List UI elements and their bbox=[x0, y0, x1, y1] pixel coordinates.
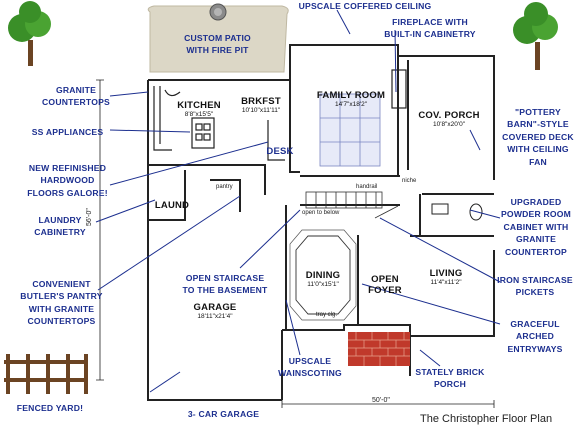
callout-iron-pickets: IRON STAIRCASE PICKETS bbox=[497, 275, 573, 298]
callout-fenced: FENCED YARD! bbox=[16, 403, 84, 413]
plan-title: The Christopher Floor Plan bbox=[420, 413, 553, 425]
dining-octagon-outer bbox=[289, 229, 357, 321]
room-dining: DINING 11'0"x15'1" bbox=[290, 270, 356, 288]
brick-porch bbox=[348, 332, 410, 366]
room-family-dims: 14'7"x18'2" bbox=[334, 101, 368, 108]
handrail-label: handrail bbox=[356, 184, 378, 190]
room-kitchen-name: KITCHEN bbox=[177, 100, 221, 111]
room-brkfst-dims: 10'10"x11'11" bbox=[241, 107, 281, 114]
tree-icon-left bbox=[8, 1, 51, 66]
room-foyer-name: OPEN FOYER bbox=[368, 274, 402, 296]
room-porch: COV. PORCH 10'8"x20'0" bbox=[412, 110, 486, 128]
room-garage-name: GARAGE bbox=[193, 302, 237, 313]
callout-brick-porch: STATELY BRICK PORCH bbox=[415, 367, 485, 390]
niche-label: niche bbox=[402, 178, 417, 184]
patio-shape bbox=[147, 5, 289, 73]
callout-granite: GRANITE COUNTERTOPS bbox=[42, 85, 110, 108]
room-family-name: FAMILY ROOM bbox=[316, 90, 386, 101]
room-desk: DESK bbox=[260, 146, 300, 157]
tree-icon-right bbox=[513, 2, 558, 70]
room-living-dims: 11'4"x11'2" bbox=[430, 279, 462, 286]
room-kitchen-dims: 8'8"x15'5" bbox=[184, 111, 214, 118]
room-laund: LAUND bbox=[152, 200, 192, 211]
callout-3-car-garage: 3- CAR GARAGE bbox=[187, 409, 260, 419]
room-foyer: OPEN FOYER bbox=[360, 256, 410, 314]
room-dining-dims: 11'0"x15'1" bbox=[307, 281, 339, 288]
room-brkfst-name: BRKFST bbox=[241, 96, 281, 107]
callout-appliances: SS APPLIANCES bbox=[31, 127, 104, 137]
callout-pottery-barn: "POTTERY BARN"-STYLE COVERED DECK WITH C… bbox=[502, 107, 574, 167]
callout-powder-room: UPGRADED POWDER ROOM CABINET WITH GRANIT… bbox=[501, 197, 571, 257]
room-living-name: LIVING bbox=[429, 268, 463, 279]
room-family: FAMILY ROOM 14'7"x18'2" bbox=[298, 90, 404, 108]
callout-wainscoting: UPSCALE WAINSCOTING bbox=[278, 356, 342, 379]
room-kitchen: KITCHEN 8'8"x15'5" bbox=[164, 100, 234, 118]
coffered-ceiling bbox=[319, 93, 381, 167]
open-to-below-label: open to below bbox=[302, 210, 340, 216]
dimension-left: 56'-0" bbox=[86, 208, 93, 226]
room-dining-name: DINING bbox=[305, 270, 341, 281]
callout-staircase-basement: OPEN STAIRCASE TO THE BASEMENT bbox=[182, 273, 268, 296]
callout-floors: NEW REFINISHED HARDWOOD FLOORS GALORE! bbox=[27, 163, 108, 198]
room-laund-name: LAUND bbox=[154, 200, 190, 211]
room-garage-dims: 18'11"x21'4" bbox=[197, 313, 233, 320]
tray-clg-label: tray clg. bbox=[316, 312, 338, 318]
callout-laundry: LAUNDRY CABINETRY bbox=[34, 215, 86, 238]
room-porch-name: COV. PORCH bbox=[418, 110, 480, 121]
room-living: LIVING 11'4"x11'2" bbox=[414, 268, 478, 286]
callout-arched: GRACEFUL ARCHED ENTRYWAYS bbox=[507, 319, 563, 354]
room-desk-name: DESK bbox=[266, 146, 294, 157]
callout-patio: CUSTOM PATIO WITH FIRE PIT bbox=[184, 33, 251, 56]
dining-tray-ceiling bbox=[295, 235, 351, 315]
room-porch-dims: 10'8"x20'0" bbox=[432, 121, 466, 128]
callout-ceiling: UPSCALE COFFERED CEILING bbox=[298, 1, 432, 11]
room-brkfst: BRKFST 10'10"x11'11" bbox=[226, 96, 296, 114]
dimension-bottom: 50'-0" bbox=[372, 397, 390, 404]
exterior-wall-garage bbox=[147, 165, 282, 401]
fence-icon bbox=[4, 354, 88, 394]
room-garage: GARAGE 18'11"x21'4" bbox=[170, 302, 260, 320]
staircase bbox=[305, 191, 399, 219]
fireplace-shape bbox=[391, 69, 407, 109]
pantry-label: pantry bbox=[216, 184, 233, 190]
callout-pantry: CONVENIENT BUTLER'S PANTRY WITH GRANITE … bbox=[20, 279, 103, 327]
callout-fireplace: FIREPLACE WITH BUILT-IN CABINETRY bbox=[384, 17, 476, 40]
